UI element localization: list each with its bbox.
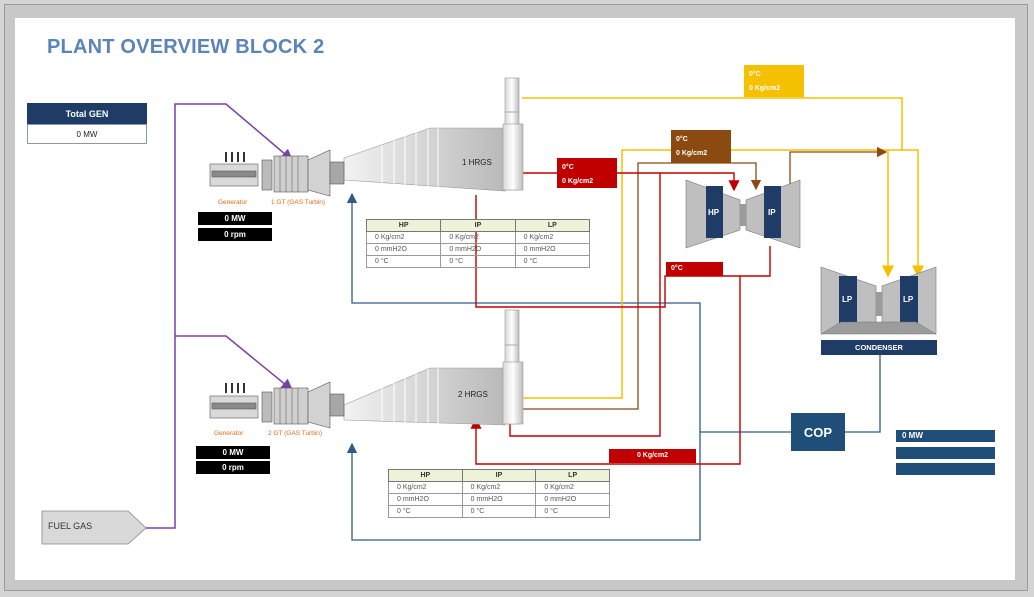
col-lp: LP [535, 469, 610, 482]
hrgs1-label: 1 HRGS [462, 158, 492, 167]
ip-turbine-label: IP [768, 208, 776, 217]
fuel-gas-lines [146, 103, 294, 529]
hrgs1-drawing [343, 77, 524, 192]
lp-turbine-left-label: LP [842, 295, 853, 304]
condenser-label: CONDENSER [821, 340, 937, 355]
cell: 0 Kg/cm2 [514, 231, 591, 244]
cell: 0 °C [388, 505, 463, 518]
cell: 0 °C [535, 505, 610, 518]
total-gen-header: Total GEN [27, 103, 147, 124]
lp-steam-temp: 0°C [749, 71, 761, 78]
total-gen-value: 0 MW [27, 124, 147, 144]
cell: 0 mmH2O [388, 493, 463, 506]
reheat-temp-box: 0°C [666, 262, 723, 276]
page-title: PLANT OVERVIEW BLOCK 2 [47, 36, 325, 58]
gt2-label: 2 GT (GAS Turbin) [268, 430, 323, 437]
unit2-rpm: 0 rpm [196, 461, 270, 474]
col-hp: HP [365, 219, 442, 232]
lp-turbine-drawing [820, 266, 937, 335]
cell: 0 mmH2O [514, 243, 591, 256]
hp-turbine-label: HP [708, 208, 720, 217]
ip-steam-pressure: 0 Kg/cm2 [676, 150, 708, 157]
generator-2-label: Generator [214, 430, 244, 437]
cell: 0 °C [461, 505, 537, 518]
hp-ip-turbine-drawing [685, 179, 801, 249]
gt1-label: 1 GT (GAS Turbin) [271, 199, 326, 206]
feedwater-lines [346, 192, 881, 541]
unit1-rpm: 0 rpm [198, 228, 272, 241]
cop-box: COP [791, 413, 845, 451]
reheat-pressure: 0 Kg/cm2 [636, 452, 669, 459]
cell: 0 Kg/cm2 [388, 481, 463, 494]
ip-steam-lines [522, 146, 888, 410]
cell: 0 °C [440, 255, 516, 268]
col-ip: IP [440, 219, 516, 232]
col-lp: LP [514, 219, 591, 232]
cell: 0 Kg/cm2 [440, 231, 516, 244]
col-ip: IP [461, 469, 537, 482]
ip-steam-temp: 0°C [676, 136, 688, 143]
cop-mw-bar: 0 MW [896, 430, 995, 442]
cell: 0 mmH2O [461, 493, 537, 506]
unit1-mw: 0 MW [198, 212, 272, 225]
hrgs2-label: 2 HRGS [458, 390, 488, 399]
reheat-temp: 0°C [671, 265, 683, 272]
cell: 0 Kg/cm2 [365, 231, 442, 244]
fuel-gas-shape [41, 510, 147, 545]
gas-turbine-1-drawing [209, 149, 345, 197]
generator-1-label: Generator [218, 199, 248, 206]
cell: 0 mmH2O [535, 493, 610, 506]
hrgs2-drawing [343, 309, 524, 426]
lp-steam-pressure: 0 Kg/cm2 [749, 85, 781, 92]
cell: 0 Kg/cm2 [535, 481, 610, 494]
cell: 0 mmH2O [440, 243, 516, 256]
fuel-gas-label: FUEL GAS [48, 521, 93, 531]
lp-steam-lines [522, 97, 924, 399]
cell: 0 Kg/cm2 [461, 481, 537, 494]
hp-steam-pressure: 0 Kg/cm2 [562, 178, 594, 185]
lp-steam-box: 0°C 0 Kg/cm2 [744, 65, 804, 97]
cell: 0 °C [365, 255, 442, 268]
hp-steam-temp: 0°C [562, 164, 574, 171]
cop-bar-2 [896, 447, 995, 459]
cell: 0 °C [514, 255, 591, 268]
lp-turbine-right-label: LP [903, 295, 914, 304]
reheat-pressure-box: 0 Kg/cm2 [609, 449, 696, 463]
cell: 0 mmH2O [365, 243, 442, 256]
col-hp: HP [388, 469, 463, 482]
gas-turbine-2-drawing [209, 381, 345, 429]
cop-bar-3 [896, 463, 995, 475]
ip-steam-box: 0°C 0 Kg/cm2 [671, 130, 731, 163]
hp-steam-box: 0°C 0 Kg/cm2 [557, 158, 617, 188]
unit2-mw: 0 MW [196, 446, 270, 459]
